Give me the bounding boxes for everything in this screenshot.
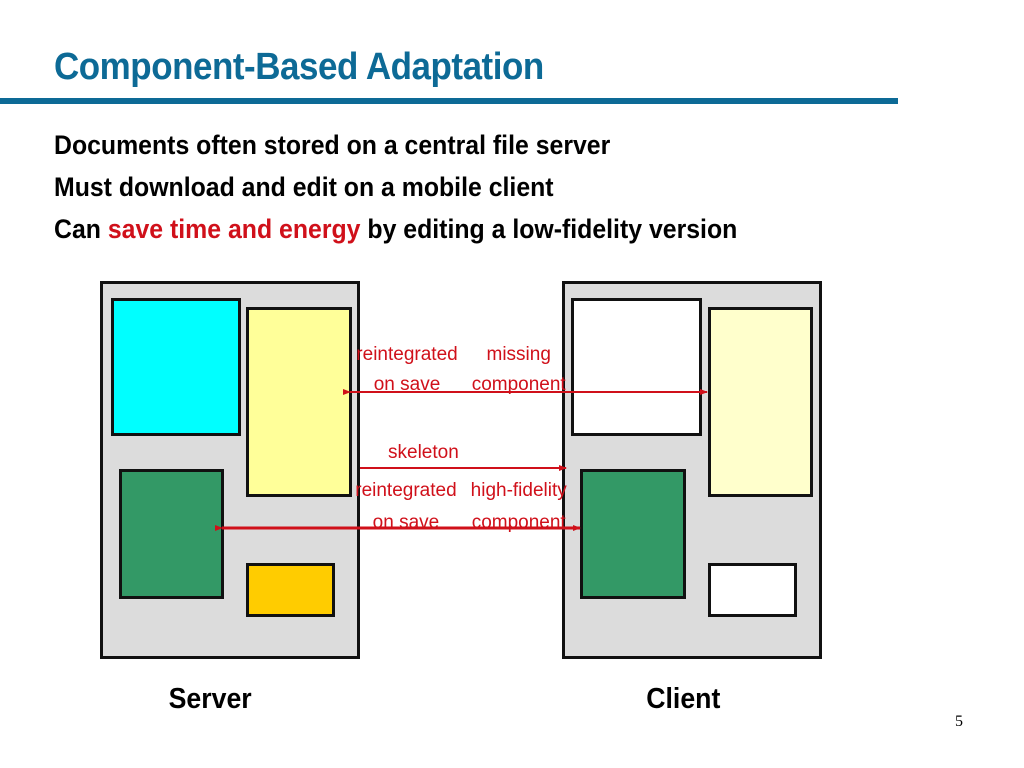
bullet-1: Documents often stored on a central file…: [54, 130, 611, 160]
slide-title: Component-Based Adaptation: [54, 46, 544, 88]
bottom-label-b-line2: component: [471, 512, 566, 533]
server-component-green: [119, 469, 224, 599]
client-placeholder-missing: [571, 298, 702, 436]
bottom-label-b-line1: high-fidelity: [470, 480, 567, 501]
page-number: 5: [955, 713, 963, 730]
server-caption: Server: [168, 683, 252, 715]
server-component-gold: [246, 563, 335, 617]
top-label-b-line1: missing: [486, 344, 551, 365]
client-panel: [562, 281, 822, 659]
bottom-label-a-line2: on save: [372, 512, 440, 533]
top-label-missing: missing component: [472, 344, 566, 396]
client-component-yellow: [708, 307, 813, 497]
top-label-pair: reintegrated on save missing component: [356, 344, 565, 396]
server-component-cyan: [111, 298, 241, 436]
client-caption: Client: [646, 683, 721, 715]
client-component-green: [580, 469, 686, 599]
bullet-3-highlight: save time and energy: [107, 214, 361, 244]
server-component-yellow: [246, 307, 352, 497]
top-label-a-line2: on save: [373, 374, 441, 395]
top-label-a-line1: reintegrated: [356, 344, 458, 365]
bottom-label-a-line1: reintegrated: [355, 480, 457, 501]
bullet-2: Must download and edit on a mobile clien…: [54, 172, 554, 202]
bullet-3: Can save time and energy by editing a lo…: [54, 214, 737, 245]
bottom-label-pair: reintegrated on save high-fidelity compo…: [355, 480, 567, 534]
top-label-reintegrated: reintegrated on save: [356, 344, 457, 396]
client-placeholder-small: [708, 563, 797, 617]
bottom-label-reintegrated: reintegrated on save: [355, 480, 456, 534]
server-panel: [100, 281, 360, 659]
skeleton-label: skeleton: [388, 442, 459, 463]
top-label-b-line2: component: [471, 374, 566, 395]
bottom-label-high-fidelity: high-fidelity component: [471, 480, 567, 534]
bullet-3-suffix: by editing a low-fidelity version: [360, 214, 738, 244]
title-underline: [0, 98, 898, 104]
bullet-3-prefix: Can: [54, 214, 108, 244]
